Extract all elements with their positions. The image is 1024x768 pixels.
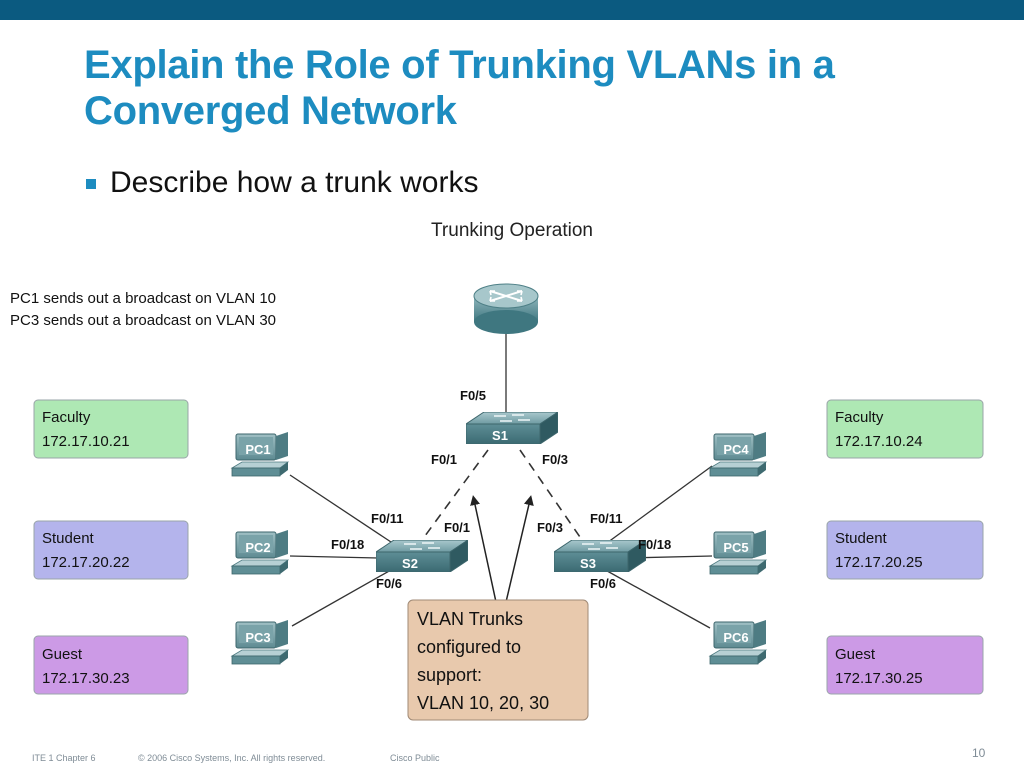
info-box-name: Student [835, 530, 888, 547]
callout-bg [407, 599, 589, 721]
vlan-trunks-callout: VLAN Trunks configured to support: VLAN … [407, 599, 589, 721]
diagram-title: Trunking Operation [431, 220, 593, 241]
info-box-ip: 172.17.20.25 [835, 554, 923, 571]
pc6[interactable]: PC6 [709, 620, 767, 665]
broadcast-note-1: PC1 sends out a broadcast on VLAN 10 [10, 290, 276, 307]
info-box-bg [826, 635, 984, 695]
network-links [289, 334, 713, 629]
port-s1-f01: F0/1 [431, 452, 457, 467]
slide-title-line1: Explain the Role of Trunking VLANs in a [84, 43, 835, 87]
bullet-item: Describe how a trunk works [86, 166, 478, 200]
info-box-bg [33, 635, 189, 695]
link-pc1-s2 [289, 474, 401, 549]
port-s3-f018: F0/18 [638, 537, 671, 552]
link-s3-pc4 [599, 465, 713, 549]
callout-line-1: VLAN Trunks [417, 609, 523, 629]
pc2-label: PC2 [245, 540, 270, 555]
info-box-faculty-left: Faculty 172.17.10.21 [33, 399, 189, 459]
callout-arrow-right [505, 495, 534, 603]
footer-course: ITE 1 Chapter 6 [32, 753, 96, 763]
info-box-name: Student [42, 530, 95, 547]
switch-s3[interactable]: S3 [554, 540, 646, 572]
callout-line-4: VLAN 10, 20, 30 [417, 693, 549, 713]
info-box-student-left: Student 172.17.20.22 [33, 520, 189, 580]
port-s2-f01: F0/1 [444, 520, 470, 535]
switch-icon [376, 540, 468, 572]
pc1-label: PC1 [245, 442, 270, 457]
port-s3-f06: F0/6 [590, 576, 616, 591]
pc4[interactable]: PC4 [709, 432, 767, 477]
port-s3-f03: F0/3 [537, 520, 563, 535]
pc5[interactable]: PC5 [709, 530, 767, 575]
info-box-name: Faculty [42, 409, 91, 426]
footer-copyright: © 2006 Cisco Systems, Inc. All rights re… [138, 753, 326, 763]
slide-title: Explain the Role of Trunking VLANs in a … [84, 42, 984, 134]
info-box-bg [33, 520, 189, 580]
switch-icon [466, 412, 558, 444]
switch-s3-label: S3 [580, 556, 596, 571]
link-s3-pc6 [599, 566, 711, 629]
pc4-label: PC4 [723, 442, 749, 457]
pc1[interactable]: PC1 [231, 432, 289, 477]
port-s3-f011: F0/11 [590, 511, 623, 526]
switch-s2[interactable]: S2 [376, 540, 468, 572]
switch-icon [554, 540, 646, 572]
switch-s1-label: S1 [492, 428, 508, 443]
info-box-bg [33, 399, 189, 459]
callout-arrow-left [470, 495, 497, 603]
link-pc2-s2 [289, 555, 379, 559]
broadcast-note-2: PC3 sends out a broadcast on VLAN 30 [10, 312, 276, 329]
pc5-label: PC5 [723, 540, 748, 555]
trunk-s1-s2 [421, 449, 489, 541]
port-labels: F0/5 F0/1 F0/3 F0/11 F0/18 F0/1 F0/6 F0/… [331, 388, 671, 591]
footer-classification: Cisco Public [390, 753, 440, 763]
info-box-ip: 172.17.30.23 [42, 670, 130, 687]
callout-line-2: configured to [417, 637, 521, 657]
page-number: 10 [972, 746, 986, 760]
callout-arrows [470, 495, 534, 603]
bullet-square-icon [86, 179, 96, 189]
pc2[interactable]: PC2 [231, 530, 289, 575]
info-box-ip: 172.17.20.22 [42, 554, 130, 571]
info-box-ip: 172.17.10.21 [42, 433, 130, 450]
port-s1-f05: F0/5 [460, 388, 486, 403]
info-box-name: Guest [835, 646, 876, 663]
info-box-name: Faculty [835, 409, 884, 426]
info-box-bg [826, 399, 984, 459]
trunk-s1-s3 [519, 449, 583, 541]
pc3[interactable]: PC3 [231, 620, 289, 665]
port-s2-f018: F0/18 [331, 537, 364, 552]
info-box-faculty-right: Faculty 172.17.10.24 [826, 399, 984, 459]
slide-title-line2: Converged Network [84, 89, 457, 133]
info-box-guest-right: Guest 172.17.30.25 [826, 635, 984, 695]
info-box-ip: 172.17.10.24 [835, 433, 923, 450]
port-s1-f03: F0/3 [542, 452, 568, 467]
info-box-ip: 172.17.30.25 [835, 670, 923, 687]
switch-s1[interactable]: S1 [466, 412, 558, 444]
router-icon [473, 283, 539, 334]
callout-line-3: support: [417, 665, 482, 685]
info-box-student-right: Student 172.17.20.25 [826, 520, 984, 580]
top-bar [0, 0, 1024, 20]
bullet-text: Describe how a trunk works [110, 166, 479, 199]
port-s2-f011: F0/11 [371, 511, 404, 526]
pc3-label: PC3 [245, 630, 270, 645]
port-s2-f06: F0/6 [376, 576, 402, 591]
info-box-guest-left: Guest 172.17.30.23 [33, 635, 189, 695]
info-box-bg [826, 520, 984, 580]
switch-s2-label: S2 [402, 556, 418, 571]
pc6-label: PC6 [723, 630, 748, 645]
link-pc3-s2 [291, 565, 399, 627]
info-box-name: Guest [42, 646, 83, 663]
